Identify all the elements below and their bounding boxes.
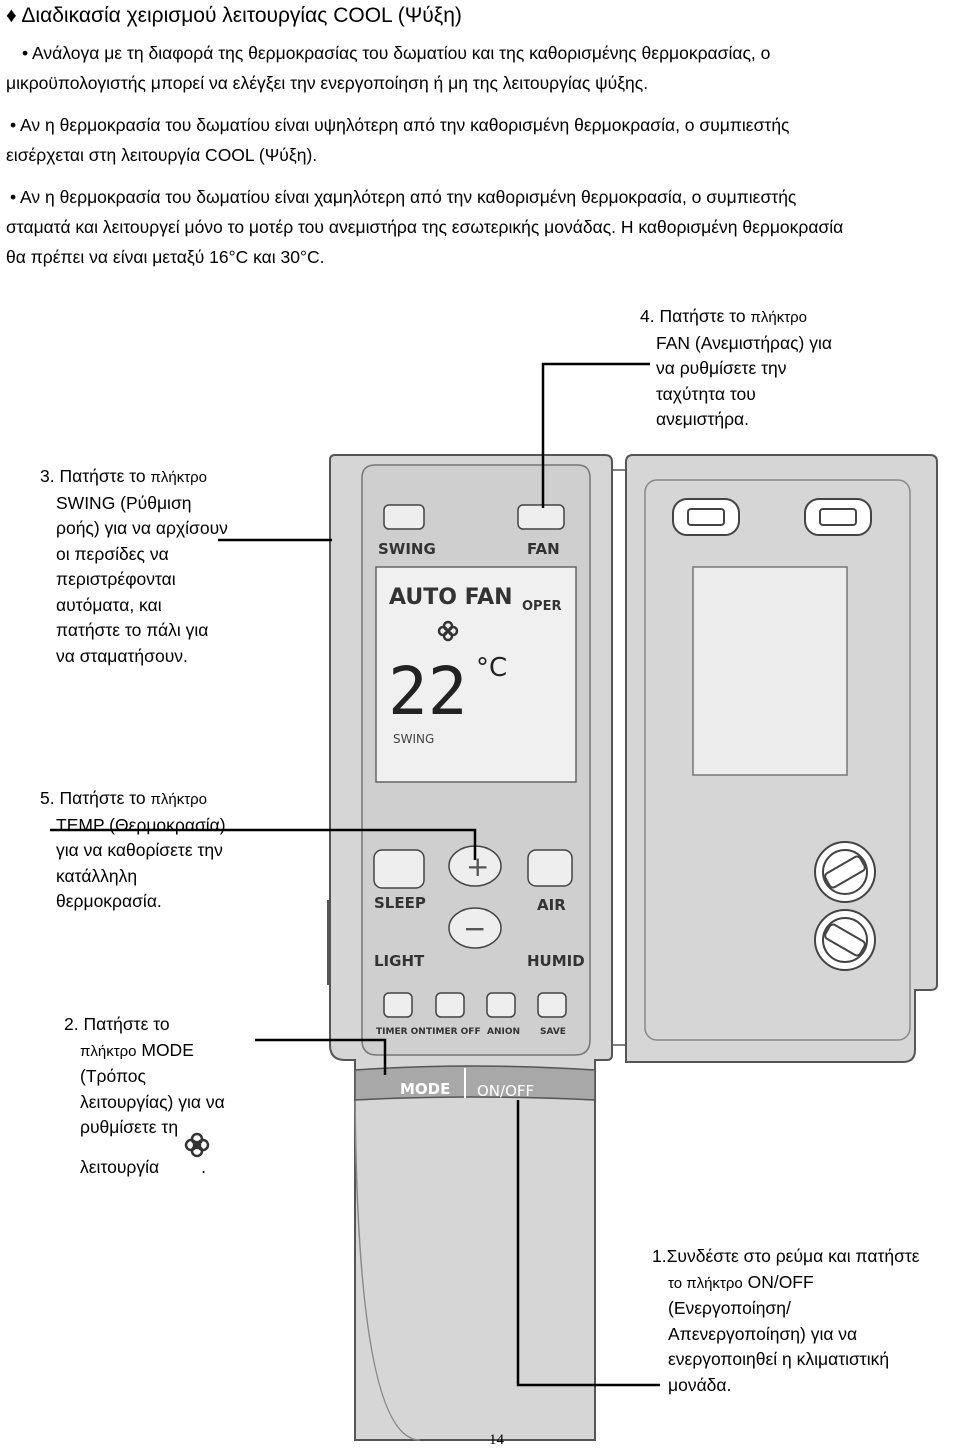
section-heading: ♦ Διαδικασία χειρισμού λειτουργίας COOL … [6, 4, 462, 28]
lcd-swing: SWING [393, 732, 434, 746]
callout-step-4: 4. Πατήστε το πλήκτρο FAN (Ανεμιστήρας) … [640, 304, 832, 433]
timer-off-label: TIMER OFF [426, 1027, 481, 1037]
callout-line: κατάλληλη [56, 865, 138, 886]
fan-button-label: FAN [527, 540, 560, 558]
paragraph-3: • Αν η θερμοκρασία του δωματίου είναι χα… [6, 182, 956, 272]
callout-first: 1.Συνδέστε στο ρεύμα και πατήστε [652, 1246, 920, 1266]
callout-line: SWING (Ρύθμιση [56, 492, 192, 513]
anion-button [486, 992, 516, 1018]
callout-after-small: ON/OFF [742, 1271, 814, 1292]
callout-small: πλήκτρο [150, 791, 208, 808]
callout-line: αυτόματα, και [56, 594, 162, 615]
callout-line: Απενεργοποίηση) για να [668, 1323, 858, 1344]
cover-window [692, 566, 848, 776]
callout-line: ανεμιστήρα. [656, 409, 750, 429]
humid-button-label: HUMID [527, 952, 585, 970]
paragraph-2: • Αν η θερμοκρασία του δωματίου είναι υψ… [6, 110, 956, 170]
swing-button-label: SWING [378, 540, 436, 558]
lcd-snowflake-icon [437, 620, 459, 642]
mode-onoff-bar [354, 1065, 596, 1101]
paragraph-line: • Ανάλογα με τη διαφορά της θερμοκρασίας… [22, 43, 771, 63]
heading-text: Διαδικασία χειρισμού λειτουργίας COOL (Ψ… [21, 4, 462, 27]
callout-line: ενεργοποιηθεί η κλιματιστική [668, 1349, 890, 1369]
sleep-button-label: SLEEP [374, 894, 426, 912]
leader-line-fan [541, 362, 650, 508]
paragraph-1: • Ανάλογα με τη διαφορά της θερμοκρασίας… [6, 38, 956, 98]
air-button [527, 849, 573, 887]
lcd-unit: °C [476, 653, 507, 683]
callout-after-small: MODE [136, 1039, 194, 1060]
paragraph-line: μικροϋπολογιστής μπορεί να ελέγξει την ε… [6, 73, 649, 93]
page-number: 14 [489, 1432, 504, 1448]
callout-step-2: 2. Πατήστε το πλήκτρο MODE (Τρόπος λειτο… [64, 1012, 225, 1180]
mode-button-label: MODE [400, 1080, 450, 1098]
lcd-auto-fan: AUTO FAN [389, 585, 513, 610]
diamond-bullet-icon: ♦ [6, 4, 17, 27]
callout-line: να ρυθμίσετε την [656, 358, 787, 378]
callout-line: θερμοκρασία. [56, 891, 162, 911]
callout-last: λειτουργία [80, 1156, 160, 1177]
paragraph-line: εισέρχεται στη λειτουργία COOL (Ψύξη). [6, 145, 318, 165]
paragraph-line: • Αν η θερμοκρασία του δωματίου είναι υψ… [10, 115, 790, 135]
light-button-label: LIGHT [374, 952, 425, 970]
anion-label: ANION [487, 1027, 520, 1037]
lcd-screen [375, 566, 577, 783]
callout-line: ρυθμίσετε τη [80, 1117, 179, 1137]
callout-line: να σταματήσουν. [56, 645, 188, 666]
timer-on-label: TIMER ON [376, 1027, 426, 1037]
timer-off-button [435, 992, 465, 1018]
callout-line: FAN (Ανεμιστήρας) για [656, 332, 832, 353]
callout-small: το πλήκτρο [668, 1274, 743, 1292]
cover-latch-right [804, 498, 872, 536]
callout-line: ταχύτητα του [656, 383, 756, 404]
swing-button [383, 504, 425, 530]
callout-step-3: 3. Πατήστε το πλήκτρο SWING (Ρύθμιση ροή… [40, 464, 228, 669]
callout-line: μονάδα. [668, 1374, 732, 1395]
air-button-label: AIR [537, 896, 566, 914]
plus-sign: + [466, 850, 489, 883]
callout-small: πλήκτρο [80, 1042, 137, 1060]
lcd-temperature: 22 [388, 653, 467, 730]
cover-latch-left [672, 498, 740, 536]
callout-prefix: 5. Πατήστε το [40, 788, 151, 808]
callout-prefix: 3. Πατήστε το [40, 466, 151, 486]
onoff-button-label: ON/OFF [477, 1082, 534, 1100]
callout-small: πλήκτρο [750, 309, 808, 326]
callout-first: 2. Πατήστε το [64, 1014, 170, 1034]
temp-minus-button [448, 907, 502, 949]
paragraph-line: • Αν η θερμοκρασία του δωματίου είναι χα… [10, 187, 797, 207]
callout-line: (Τρόπος [80, 1066, 146, 1086]
leader-line-temp [50, 828, 477, 860]
save-button [537, 992, 567, 1018]
callout-line: ροής) για να αρχίσουν [56, 518, 228, 538]
callout-step-5: 5. Πατήστε το πλήκτρο TEMP (Θερμοκρασία)… [40, 786, 226, 915]
save-label: SAVE [540, 1027, 566, 1037]
callout-prefix: 4. Πατήστε το [640, 306, 751, 326]
callout-line: πατήστε το πάλι για [56, 620, 209, 640]
callout-step-1: 1.Συνδέστε στο ρεύμα και πατήστε το πλήκ… [652, 1244, 920, 1398]
callout-small: πλήκτρο [150, 469, 208, 486]
callout-line: περιστρέφονται [56, 569, 176, 589]
fan-button [517, 504, 565, 530]
callout-line: για να καθορίσετε την [56, 840, 223, 860]
leader-line-onoff [516, 1100, 660, 1387]
minus-sign: − [463, 912, 486, 945]
sleep-button [373, 849, 425, 889]
leader-line-mode [255, 1038, 387, 1075]
snowflake-mode-icon [184, 1132, 210, 1158]
callout-line: λειτουργίας) για να [80, 1091, 225, 1112]
callout-line: (Ενεργοποίηση/ [668, 1298, 791, 1318]
lcd-oper: OPER [522, 599, 561, 614]
callout-line: οι περσίδες να [56, 543, 169, 564]
callout-line: TEMP (Θερμοκρασία) [56, 814, 226, 835]
paragraph-line: θα πρέπει να είναι μεταξύ 16°C και 30°C. [6, 247, 325, 267]
paragraph-line: σταματά και λειτουργεί μόνο το μοτέρ του… [6, 217, 844, 237]
timer-on-button [383, 992, 413, 1018]
callout-end: . [201, 1156, 206, 1177]
